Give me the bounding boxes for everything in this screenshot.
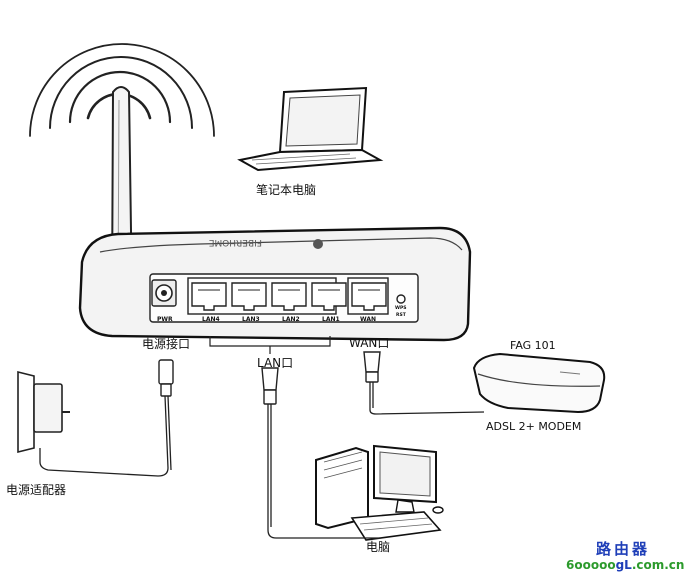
wan-port-label: WAN口 <box>349 336 390 350</box>
computer-label: 电脑 <box>366 540 391 554</box>
brand-mark-icon <box>313 239 323 249</box>
cables <box>39 380 485 539</box>
lan1-port <box>311 282 347 311</box>
lan4-port <box>191 282 227 311</box>
wan-port <box>347 277 389 315</box>
power-port-label: 电源接口 <box>142 337 191 351</box>
lan3-port-label: LAN3 <box>242 316 260 323</box>
ethernet-ports <box>187 277 406 315</box>
watermark-url-prefix: 6ooooo <box>566 558 616 572</box>
laptop-label: 笔记本电脑 <box>256 183 317 197</box>
power-plug-icon <box>158 359 174 397</box>
watermark-url-suffix: .com.cn <box>631 558 685 572</box>
wps-label: WPS <box>395 306 407 311</box>
lan3-port <box>231 282 267 311</box>
power-jack <box>151 279 177 307</box>
modem-model-label: FAG 101 <box>510 339 556 352</box>
lan-plug-icon <box>261 367 279 405</box>
lan-port-label: LAN口 <box>257 356 294 370</box>
modem-type-label: ADSL 2+ MODEM <box>486 420 582 433</box>
wan-plug-icon <box>363 351 381 383</box>
lan2-port-label: LAN2 <box>282 316 300 323</box>
lan1-port-label: LAN1 <box>322 316 340 323</box>
wan-port-tiny-label: WAN <box>360 316 377 323</box>
watermark-title: 路由器 <box>596 540 651 558</box>
modem-icon <box>472 352 606 414</box>
wps-button <box>396 294 406 304</box>
brand-logo: FIBERHOME <box>208 237 262 247</box>
watermark-url: 6ooooogL.com.cn <box>566 559 684 571</box>
desktop-computer-icon <box>315 444 444 541</box>
lan4-port-label: LAN4 <box>202 316 220 323</box>
power-adapter-label: 电源适配器 <box>6 483 67 497</box>
watermark-url-highlight: gL <box>615 558 632 572</box>
power-adapter-icon <box>17 370 70 454</box>
rst-label: RST <box>396 313 406 318</box>
pwr-port-label: PWR <box>157 316 173 323</box>
laptop-icon <box>237 86 384 172</box>
lan2-port <box>271 282 307 311</box>
